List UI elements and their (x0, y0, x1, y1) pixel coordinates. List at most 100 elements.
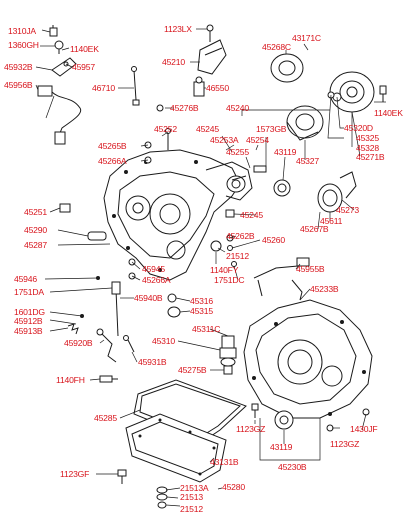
label-1123LX: 1123LX (164, 24, 192, 34)
leader-lines (35, 28, 386, 507)
label-45271B: 45271B (356, 152, 385, 162)
label-43131B: 43131B (210, 457, 239, 467)
part-oil-pan-43131B (125, 413, 227, 483)
label-45260: 45260 (262, 235, 285, 245)
part-seal-45290 (87, 231, 107, 241)
label-45311C: 45311C (192, 324, 220, 334)
part-bearing-45320D (327, 71, 375, 113)
part-nut-1310JA (49, 25, 58, 37)
label-1123GZ-right: 1123GZ (330, 439, 359, 449)
part-drawings (37, 24, 387, 509)
part-bracket-45210 (197, 24, 227, 75)
label-45273: 45273 (336, 205, 359, 215)
label-45287: 45287 (24, 240, 47, 250)
part-lever-45920B (96, 328, 117, 363)
label-43119-top: 43119 (274, 147, 297, 157)
part-sensor-46550 (193, 76, 205, 97)
label-45266A-top: 45266A (98, 156, 127, 166)
label-45265B: 45265B (98, 141, 127, 151)
label-43119-low: 43119 (270, 442, 293, 452)
label-45266A-low: 45266A (142, 275, 171, 285)
part-bracket-45957 (51, 57, 77, 77)
part-plug-45251 (59, 203, 71, 213)
label-45940B: 45940B (134, 293, 163, 303)
label-21513: 21513 (180, 492, 203, 502)
part-bolt-1360GH (54, 40, 64, 54)
part-bolt-1140FH (99, 375, 118, 383)
label-45328: 45328 (356, 143, 379, 153)
part-pipe-45255 (231, 165, 267, 181)
label-45240: 45240 (226, 103, 249, 113)
label-45268C: 45268C (262, 42, 291, 52)
part-drain-plug (156, 486, 168, 509)
label-1430JF: 1430JF (350, 424, 377, 434)
part-cable-46710 (131, 66, 140, 106)
label-45255: 45255 (226, 147, 249, 157)
part-pin-45265B (144, 141, 152, 164)
label-1360GH: 1360GH (8, 40, 39, 50)
label-45955B: 45955B (296, 264, 325, 274)
label-45316: 45316 (190, 296, 213, 306)
part-ring-45316 (167, 293, 181, 318)
part-transaxle-case (103, 128, 253, 281)
label-45280: 45280 (222, 482, 245, 492)
part-pump-45310 (219, 335, 237, 367)
label-46710: 46710 (92, 83, 115, 93)
label-45230B: 45230B (278, 462, 307, 472)
label-45233B: 45233B (310, 284, 339, 294)
label-1140FH: 1140FH (56, 375, 85, 385)
label-45254: 45254 (246, 135, 269, 145)
label-45210: 45210 (162, 57, 185, 67)
label-45251: 45251 (24, 207, 47, 217)
label-21513A: 21513A (180, 483, 209, 493)
part-seal-43119 (273, 179, 291, 197)
label-45290: 45290 (24, 225, 47, 235)
part-valve-45275B (223, 365, 233, 375)
label-1140FY: 1140FY (210, 265, 239, 275)
label-45253A: 45253A (210, 135, 239, 145)
label-21512-mid: 21512 (226, 251, 249, 261)
label-1751DC: 1751DC (214, 275, 244, 285)
label-45932B: 45932B (4, 62, 33, 72)
label-1573GB: 1573GB (256, 124, 287, 134)
label-45310: 45310 (152, 336, 175, 346)
label-45252: 45252 (154, 124, 177, 134)
label-45327: 45327 (296, 156, 319, 166)
label-1140EK-top: 1140EK (70, 44, 99, 54)
part-seal-43119-lower (274, 410, 294, 430)
label-45245-top: 45245 (196, 124, 219, 134)
part-bolt-1123GZ (251, 403, 259, 418)
label-1140EK-right: 1140EK (374, 108, 403, 118)
label-45262B: 45262B (226, 231, 255, 241)
part-bolt-45931B (123, 335, 135, 353)
label-45285: 45285 (94, 413, 117, 423)
part-sensor-45955B (253, 257, 310, 301)
label-45913B: 45913B (14, 326, 43, 336)
part-gasket-45285 (133, 379, 247, 443)
label-45912B: 45912B (14, 316, 43, 326)
part-piston-45327 (286, 105, 324, 141)
label-45276B: 45276B (170, 103, 199, 113)
label-45267B: 45267B (300, 224, 329, 234)
label-1601DG: 1601DG (14, 307, 45, 317)
part-sensor-45956B (37, 85, 82, 145)
part-shaft-45940B (96, 276, 121, 337)
label-46550: 46550 (206, 83, 229, 93)
part-labels: 1310JA 1360GH 1140EK 45932B 45957 45956B… (4, 24, 403, 514)
part-bolt-1123GF (117, 469, 127, 484)
label-45957: 45957 (72, 62, 95, 72)
label-1123GZ-left: 1123GZ (236, 424, 265, 434)
label-45920B: 45920B (64, 338, 93, 348)
label-45320D: 45320D (344, 123, 373, 133)
part-bolt-1140EK (379, 85, 387, 102)
label-45315: 45315 (190, 306, 213, 316)
label-1751DA: 1751DA (14, 287, 44, 297)
part-transaxle-housing-45233B (243, 299, 373, 419)
label-45245-mid: 45245 (240, 210, 263, 220)
part-cover-45268C (270, 53, 304, 83)
label-45931B: 45931B (138, 357, 167, 367)
label-45945: 45945 (142, 264, 165, 274)
label-45325: 45325 (356, 133, 379, 143)
label-43171C: 43171C (292, 33, 321, 43)
